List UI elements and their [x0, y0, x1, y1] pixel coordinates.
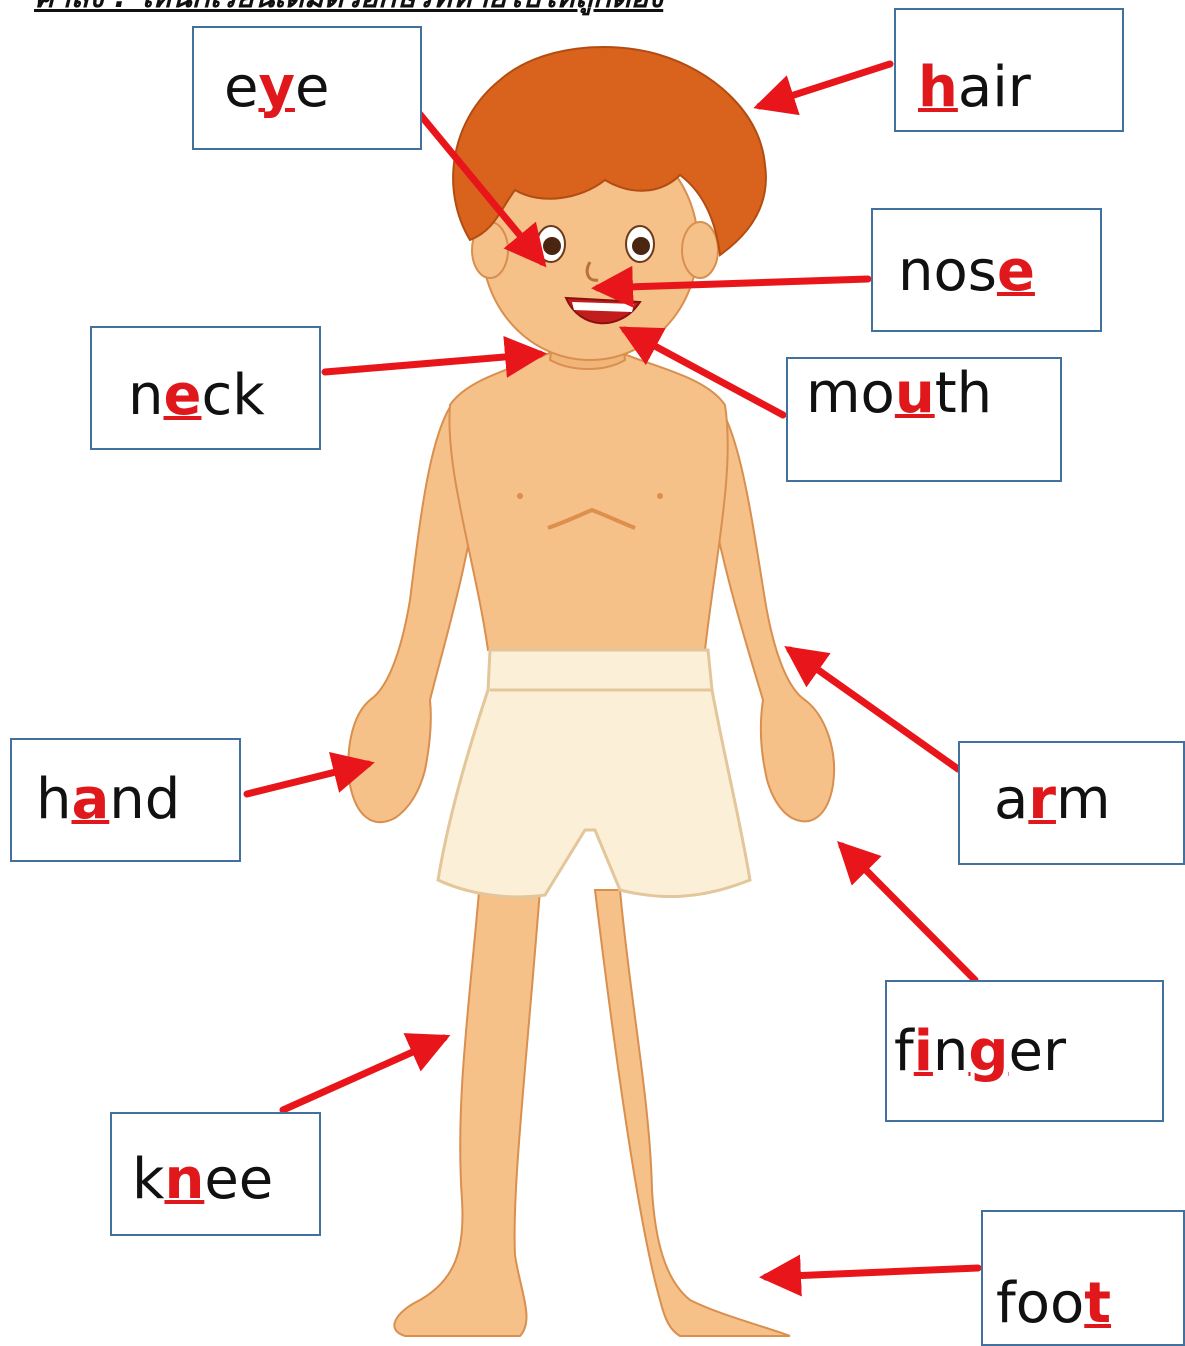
- missing-letter: y: [258, 55, 295, 120]
- mouth-label: mouth: [806, 366, 992, 422]
- arm-label: arm: [994, 772, 1111, 828]
- hair-label: hair: [918, 60, 1031, 116]
- shorts: [438, 650, 750, 897]
- legs: [394, 880, 790, 1336]
- finger-label: finger: [894, 1024, 1066, 1080]
- hand-label: hand: [36, 772, 180, 828]
- missing-letter: n: [164, 1147, 204, 1212]
- missing-letter: t: [1084, 1271, 1111, 1336]
- ear-right: [682, 222, 718, 278]
- missing-letter: a: [72, 767, 110, 832]
- foot-label: foot: [996, 1276, 1111, 1332]
- arrow-foot: [766, 1268, 978, 1277]
- missing-letter: i: [914, 1019, 933, 1084]
- arrow-finger: [842, 846, 975, 980]
- nipple-left: [517, 493, 523, 499]
- arrow-knee: [283, 1038, 444, 1110]
- nose-label: nose: [898, 244, 1035, 300]
- missing-letter: u: [895, 361, 935, 426]
- missing-letter: r: [1028, 767, 1056, 832]
- arrow-hair: [760, 64, 890, 106]
- neck-label: neck: [128, 368, 265, 424]
- knee-label: knee: [132, 1152, 273, 1208]
- missing-letter: e: [164, 363, 202, 428]
- eye-label: eye: [224, 60, 329, 116]
- torso: [449, 350, 727, 650]
- missing-letter: h: [918, 55, 958, 120]
- nipple-right: [657, 493, 663, 499]
- missing-letter: e: [997, 239, 1035, 304]
- missing-letter-2: g: [968, 1019, 1008, 1084]
